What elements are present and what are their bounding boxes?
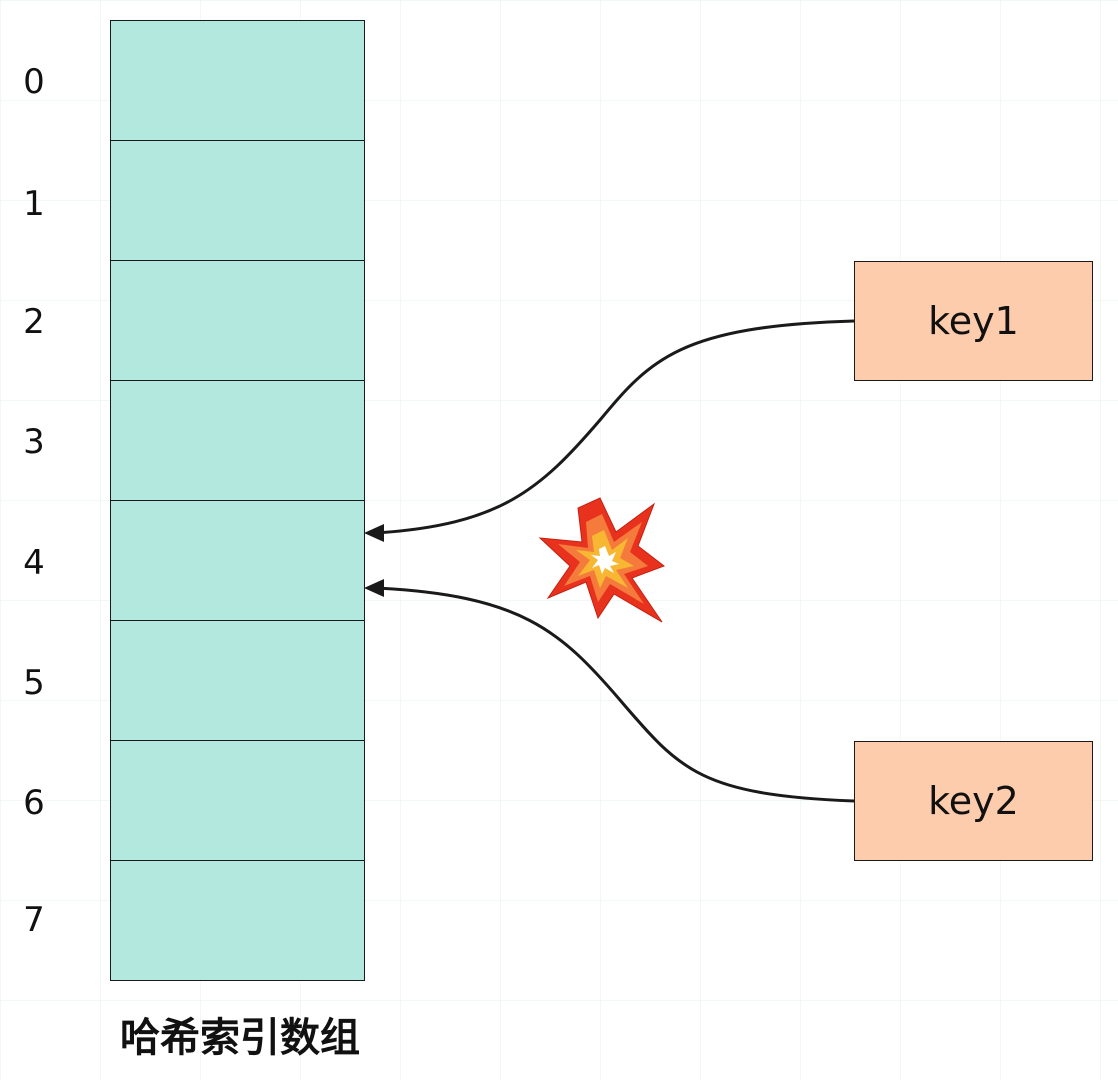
- key2-arrow: [375, 586, 855, 803]
- key1-arrow: [375, 319, 855, 535]
- key1-label: key1: [928, 299, 1019, 343]
- array-cell-4: [111, 501, 364, 621]
- key2-label: key2: [928, 779, 1019, 823]
- collision-icon: [538, 497, 666, 623]
- array-cell-2: [111, 261, 364, 381]
- key2-arrowhead: [364, 579, 384, 597]
- array-cell-0: [111, 21, 364, 141]
- key1-box: key1: [854, 261, 1093, 381]
- key2-box: key2: [854, 741, 1093, 861]
- array-cell-1: [111, 141, 364, 261]
- array-cell-5: [111, 621, 364, 741]
- index-label-7: 7: [23, 900, 45, 940]
- index-label-0: 0: [23, 62, 45, 102]
- index-label-6: 6: [23, 783, 45, 823]
- index-label-2: 2: [23, 302, 45, 342]
- index-label-3: 3: [23, 422, 45, 462]
- index-label-1: 1: [23, 184, 45, 224]
- hash-index-array: [110, 20, 365, 981]
- index-label-4: 4: [23, 543, 45, 583]
- array-cell-6: [111, 741, 364, 861]
- index-label-5: 5: [23, 663, 45, 703]
- array-cell-3: [111, 381, 364, 501]
- key1-arrowhead: [364, 524, 384, 542]
- array-caption: 哈希索引数组: [120, 1015, 360, 1061]
